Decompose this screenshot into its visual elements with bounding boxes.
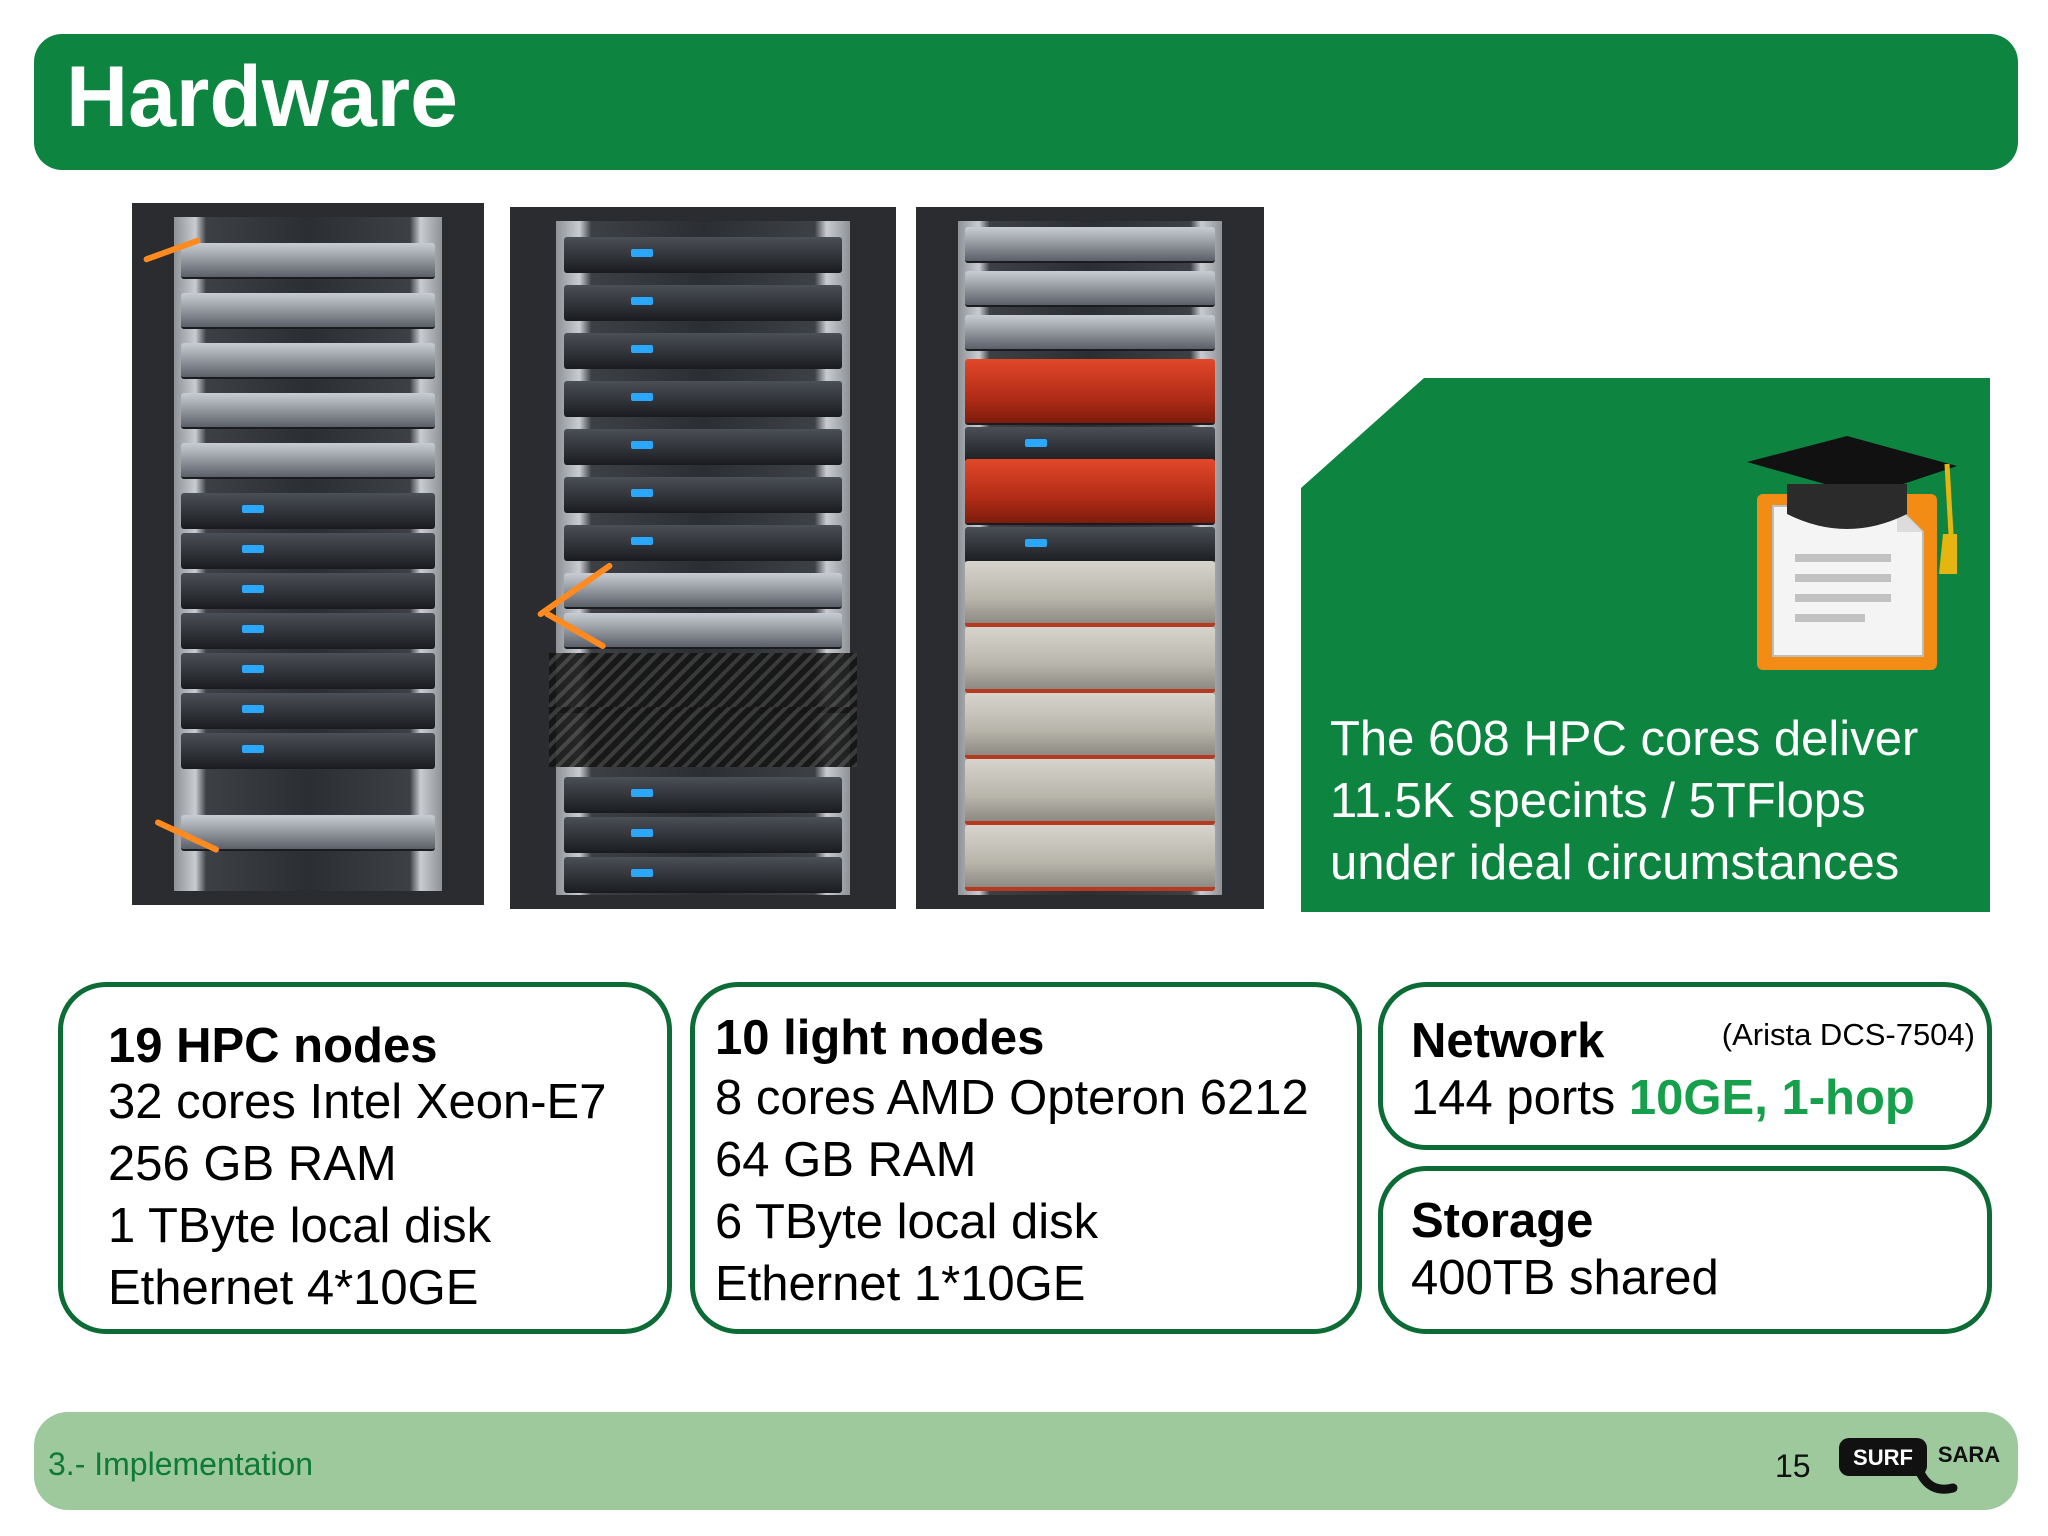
callout-text: The 608 HPC cores deliver 11.5K specints… [1330,708,1918,894]
callout-line: 11.5K specints / 5TFlops [1330,774,1866,828]
svg-text:SURF: SURF [1853,1445,1913,1470]
hpc-spec-line: Ethernet 4*10GE [108,1261,479,1315]
storage-box: Storage 400TB shared [1378,1166,1992,1334]
hpc-nodes-title: 19 HPC nodes [108,1019,438,1073]
hpc-spec-line: 256 GB RAM [108,1137,397,1191]
light-spec-line: 8 cores AMD Opteron 6212 [715,1071,1309,1125]
document-graduation-cap-icon [1747,436,1957,670]
hpc-nodes-box: 19 HPC nodes 32 cores Intel Xeon-E7 256 … [58,982,672,1334]
light-nodes-title: 10 light nodes [715,1011,1045,1065]
page-title: Hardware [66,49,458,145]
callout-line: under ideal circumstances [1330,836,1900,890]
light-spec-line: Ethernet 1*10GE [715,1257,1086,1311]
storage-title: Storage [1411,1194,1594,1248]
hpc-spec-line: 32 cores Intel Xeon-E7 [108,1075,607,1129]
network-box: Network (Arista DCS-7504) 144 ports 10GE… [1378,982,1992,1150]
network-ports-highlight: 10GE, 1-hop [1628,1071,1915,1125]
light-spec-line: 64 GB RAM [715,1133,977,1187]
rack-photo-storage [916,207,1264,909]
callout-line: The 608 HPC cores deliver [1330,712,1919,766]
footer-section-label: 3.- Implementation [48,1446,314,1482]
footer-bar: 3.- Implementation 15 SURF SARA [34,1412,2018,1510]
rack-photo-hpc [132,203,484,905]
performance-callout: The 608 HPC cores deliver 11.5K specints… [1301,378,1990,912]
light-nodes-box: 10 light nodes 8 cores AMD Opteron 6212 … [690,982,1362,1334]
light-spec-line: 6 TByte local disk [715,1195,1099,1249]
network-model-note: (Arista DCS-7504) [1721,1017,1975,1052]
title-bar: Hardware [34,34,2018,170]
network-ports-line: 144 ports 10GE, 1-hop [1411,1067,1915,1129]
network-ports-prefix: 144 ports [1411,1071,1629,1125]
storage-value: 400TB shared [1411,1251,1719,1305]
hpc-spec-line: 1 TByte local disk [108,1199,492,1253]
svg-text:SARA: SARA [1938,1442,2000,1467]
network-title: Network [1411,1014,1605,1068]
page-number: 15 [1775,1448,1811,1484]
surfsara-logo: SURF SARA [1839,1438,2000,1494]
rack-photo-light [510,207,896,909]
